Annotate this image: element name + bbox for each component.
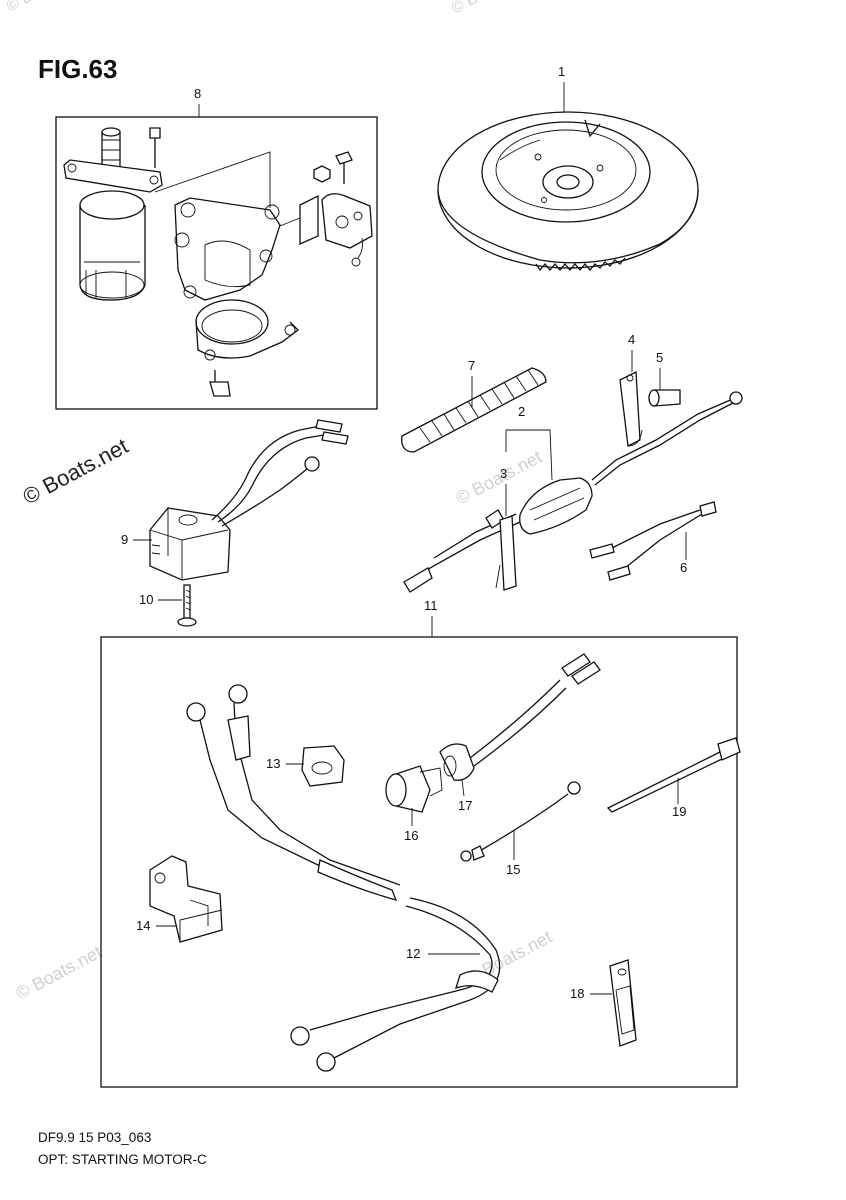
- group-box-8: [55, 116, 378, 410]
- callout-14: 14: [136, 918, 150, 933]
- callout-18: 18: [570, 986, 584, 1001]
- callout-8: 8: [194, 86, 201, 101]
- callout-2: 2: [518, 404, 525, 419]
- part-socket-16: [385, 765, 443, 813]
- footer-model-code: DF9.9 15 P03_063: [38, 1130, 152, 1145]
- watermark-top-center: © Boats.net: [449, 0, 531, 18]
- callout-15: 15: [506, 862, 520, 877]
- callout-labels: 1 8 4 5 7 2 3 9 6 10 11 13 17 19 16 15 1: [121, 64, 687, 1001]
- part-lead-11: [469, 653, 601, 767]
- part-battery-cable-12: [186, 684, 501, 1072]
- part-lead-wires-6: [589, 501, 717, 581]
- callout-9: 9: [121, 532, 128, 547]
- part-clamp-4: [619, 370, 643, 447]
- part-screw-5: [648, 389, 681, 407]
- callout-5: 5: [656, 350, 663, 365]
- footer-section-title: OPT: STARTING MOTOR-C: [38, 1152, 207, 1167]
- figure-title: FIG.63: [38, 54, 118, 84]
- watermark-lower-left: © Boats.net: [12, 942, 105, 1004]
- watermark-left: © Boats.net: [19, 433, 133, 509]
- callout-3: 3: [500, 466, 507, 481]
- part-harness-2: [403, 391, 743, 593]
- callout-4: 4: [628, 332, 635, 347]
- callout-17: 17: [458, 798, 472, 813]
- callout-13: 13: [266, 756, 280, 771]
- callout-16: 16: [404, 828, 418, 843]
- part-protector-tube: [401, 367, 547, 453]
- part-bolt-10: [177, 584, 197, 627]
- part-ground-lead-15: [460, 781, 581, 862]
- callout-11: 11: [424, 598, 438, 613]
- callout-1: 1: [558, 64, 565, 79]
- group-box-11: [100, 636, 738, 1088]
- part-holder-14: [149, 855, 223, 943]
- part-flywheel: [437, 111, 699, 272]
- part-cable-tie-19: [606, 737, 741, 813]
- part-clamp-18: [609, 959, 637, 1047]
- part-relay-module: [149, 419, 349, 581]
- part-starting-motor-assembly: [63, 127, 373, 397]
- part-clip-3: [495, 515, 517, 591]
- part-grommet-17: [439, 743, 475, 781]
- callout-6: 6: [680, 560, 687, 575]
- callout-12: 12: [406, 946, 420, 961]
- watermark-top-left: © Boats.net: [4, 0, 86, 16]
- callout-7: 7: [468, 358, 475, 373]
- callout-10: 10: [139, 592, 153, 607]
- callout-19: 19: [672, 804, 686, 819]
- part-cover-13: [301, 745, 345, 787]
